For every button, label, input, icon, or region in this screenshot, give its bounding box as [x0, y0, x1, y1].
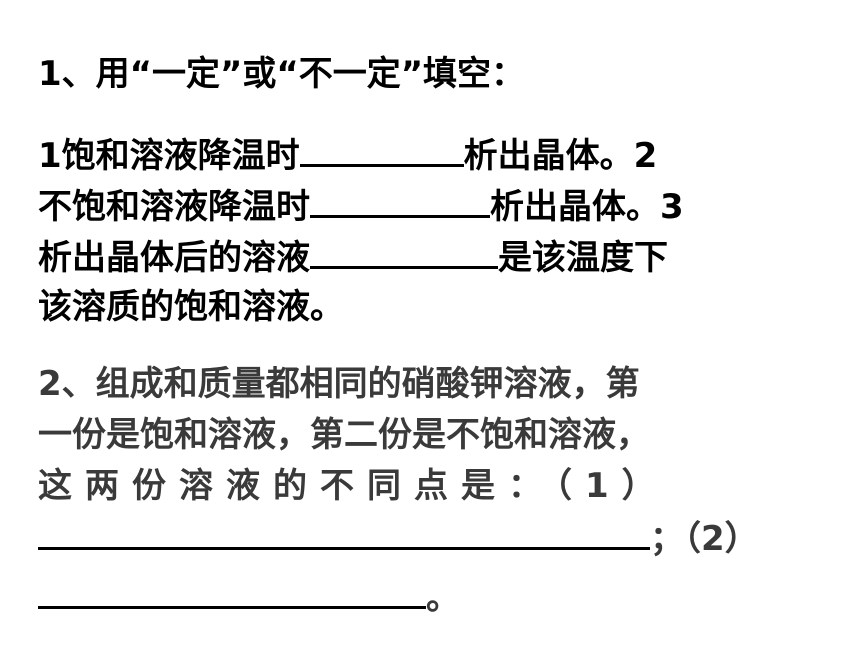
q2-line-3: 这两份溶液的不同点是：（1）	[38, 466, 669, 506]
q2-line-5: 。	[38, 576, 460, 618]
blank-2	[310, 185, 490, 218]
q2-line-5-end: 。	[426, 578, 460, 618]
blank-4	[38, 517, 650, 550]
q1-line-3-start: 析出晶体后的溶液	[38, 238, 310, 278]
q1-line-1: 1饱和溶液降温时 析出晶体。2	[38, 134, 657, 176]
q1-line-3: 析出晶体后的溶液 是该温度下	[38, 236, 668, 278]
q1-line-4-text: 该溶质的饱和溶液。	[38, 287, 344, 327]
q2-line-1: 2、组成和质量都相同的硝酸钾溶液，第	[38, 364, 640, 404]
q1-line-1-start: 1饱和溶液降温时	[38, 136, 300, 176]
q2-line-2-text: 一份是饱和溶液，第二份是不饱和溶液，	[38, 415, 650, 455]
blank-3	[310, 236, 498, 269]
q2-line-3-text: 这两份溶液的不同点是：（1）	[38, 466, 669, 506]
q1-line-1-end: 析出晶体。2	[463, 136, 658, 176]
q2-line-2: 一份是饱和溶液，第二份是不饱和溶液，	[38, 415, 650, 455]
q1-line-2-end: 析出晶体。3	[490, 187, 684, 227]
q1-line-2-start: 不饱和溶液降温时	[38, 187, 310, 227]
q2-line-1-text: 2、组成和质量都相同的硝酸钾溶液，第	[38, 364, 640, 404]
q1-heading-text: 1、用“一定”或“不一定”填空：	[38, 54, 526, 94]
blank-5	[38, 576, 426, 609]
q2-line-4-end: ；（2）	[650, 519, 759, 559]
q1-line-3-end: 是该温度下	[498, 238, 668, 278]
q1-heading: 1、用“一定”或“不一定”填空：	[38, 54, 525, 94]
blank-1	[299, 134, 464, 167]
q1-line-4: 该溶质的饱和溶液。	[38, 287, 344, 327]
q1-line-2: 不饱和溶液降温时 析出晶体。3	[38, 185, 684, 227]
q2-line-4: ；（2）	[38, 517, 759, 559]
